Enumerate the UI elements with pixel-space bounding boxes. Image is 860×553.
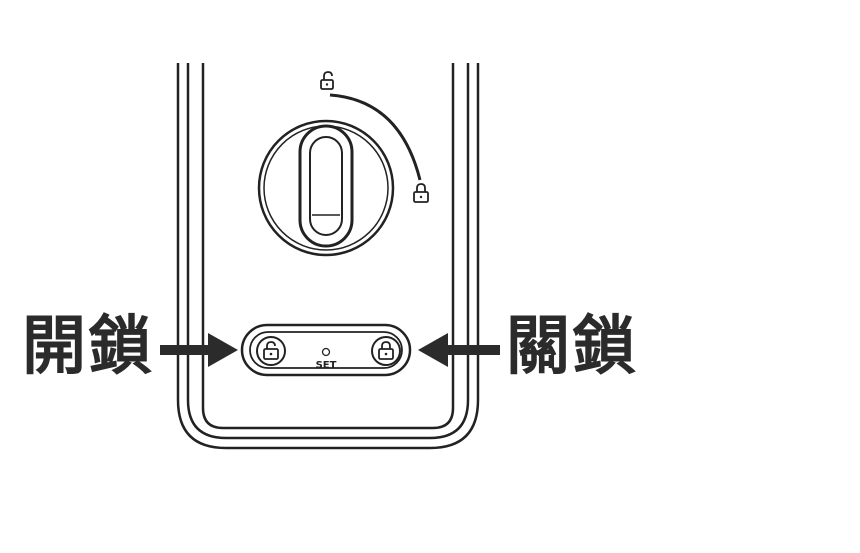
knob-handle[interactable] — [298, 124, 354, 248]
lock-label: 關鎖 — [506, 310, 638, 384]
arrow-to-unlock-button — [160, 333, 238, 367]
set-indicator-light — [321, 347, 331, 357]
button-panel — [240, 323, 412, 377]
rotation-arc — [329, 93, 422, 181]
locked-padlock-icon — [413, 183, 429, 203]
arrow-to-lock-button — [418, 333, 500, 367]
set-label: SET — [316, 360, 337, 371]
unlocked-padlock-icon — [263, 341, 279, 360]
locked-padlock-icon — [378, 341, 394, 360]
unlock-button[interactable] — [256, 336, 286, 366]
rotary-knob[interactable] — [257, 119, 395, 257]
unlock-label: 開鎖 — [22, 310, 154, 384]
lock-body-outline — [176, 63, 480, 450]
lock-button[interactable] — [371, 336, 401, 366]
unlocked-padlock-icon — [320, 71, 334, 90]
